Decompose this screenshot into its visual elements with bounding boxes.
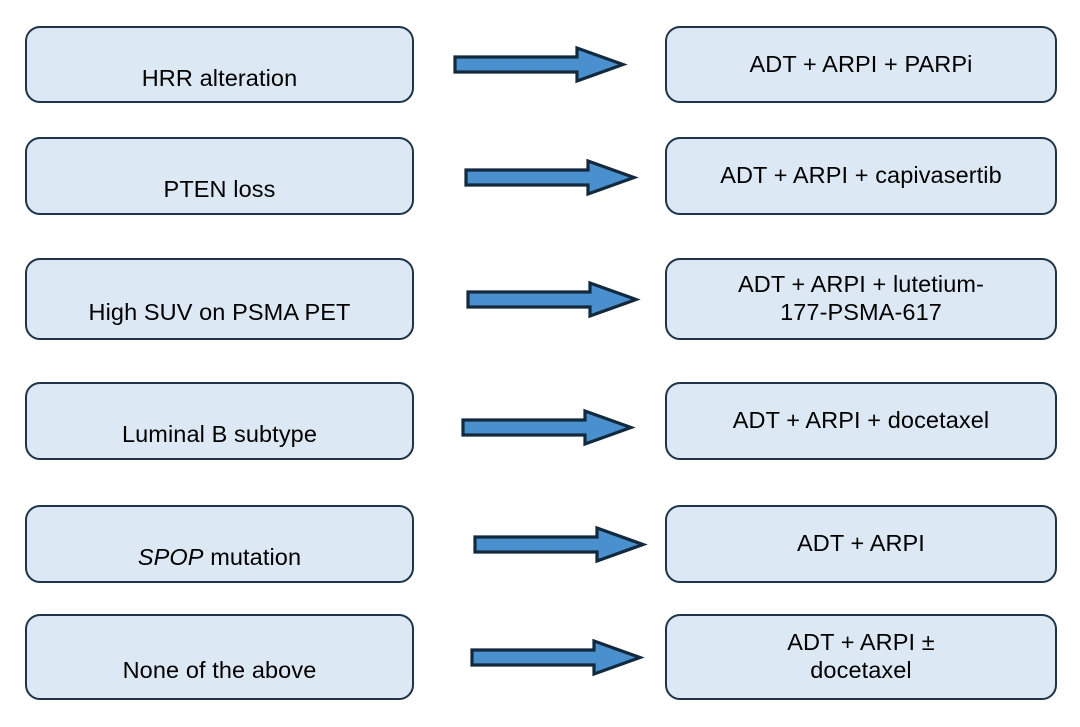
biomarker-text: PTEN loss: [163, 176, 276, 202]
biomarker-label: None of the above: [37, 629, 402, 684]
right-block-arrow-icon: [464, 158, 639, 197]
biomarker-text: None of the above: [122, 657, 317, 683]
biomarker-label: Luminal B subtype: [37, 393, 402, 448]
treatment-label: ADT + ARPI + lutetium- 177-PSMA-617: [737, 271, 984, 325]
treatment-node[interactable]: ADT + ARPI + lutetium- 177-PSMA-617: [665, 258, 1057, 340]
biomarker-gene-italic: SPOP: [137, 544, 204, 570]
treatment-node[interactable]: ADT + ARPI ± docetaxel: [665, 614, 1057, 700]
biomarker-node[interactable]: None of the above: [25, 614, 414, 700]
treatment-label: ADT + ARPI: [797, 530, 925, 557]
treatment-label: ADT + ARPI + docetaxel: [732, 407, 990, 434]
biomarker-label: HRR alteration: [37, 37, 402, 92]
treatment-node[interactable]: ADT + ARPI + PARPi: [665, 26, 1057, 103]
biomarker-label: SPOP mutation: [37, 516, 402, 571]
right-block-arrow-icon: [473, 525, 648, 564]
biomarker-text: Luminal B subtype: [121, 421, 318, 447]
treatment-node[interactable]: ADT + ARPI: [665, 505, 1057, 583]
treatment-node[interactable]: ADT + ARPI + docetaxel: [665, 382, 1057, 460]
treatment-node[interactable]: ADT + ARPI + capivasertib: [665, 137, 1057, 215]
treatment-label: ADT + ARPI ± docetaxel: [787, 629, 935, 683]
biomarker-label: PTEN loss: [37, 148, 402, 203]
biomarker-node[interactable]: Luminal B subtype: [25, 382, 414, 460]
biomarker-node[interactable]: SPOP mutation: [25, 505, 414, 583]
biomarker-node[interactable]: High SUV on PSMA PET: [25, 258, 414, 340]
treatment-label: ADT + ARPI + PARPi: [749, 50, 973, 77]
biomarker-text: mutation: [203, 544, 302, 570]
biomarker-label: High SUV on PSMA PET: [37, 271, 402, 326]
biomarker-node[interactable]: PTEN loss: [25, 137, 414, 215]
right-block-arrow-icon: [461, 408, 636, 447]
treatment-label: ADT + ARPI + capivasertib: [720, 162, 1002, 189]
biomarker-text: High SUV on PSMA PET: [88, 299, 351, 325]
right-block-arrow-icon: [466, 280, 641, 319]
biomarker-text: HRR alteration: [141, 64, 298, 91]
right-block-arrow-icon: [470, 638, 645, 677]
right-block-arrow-icon: [453, 45, 628, 84]
biomarker-node[interactable]: HRR alteration: [25, 26, 414, 103]
